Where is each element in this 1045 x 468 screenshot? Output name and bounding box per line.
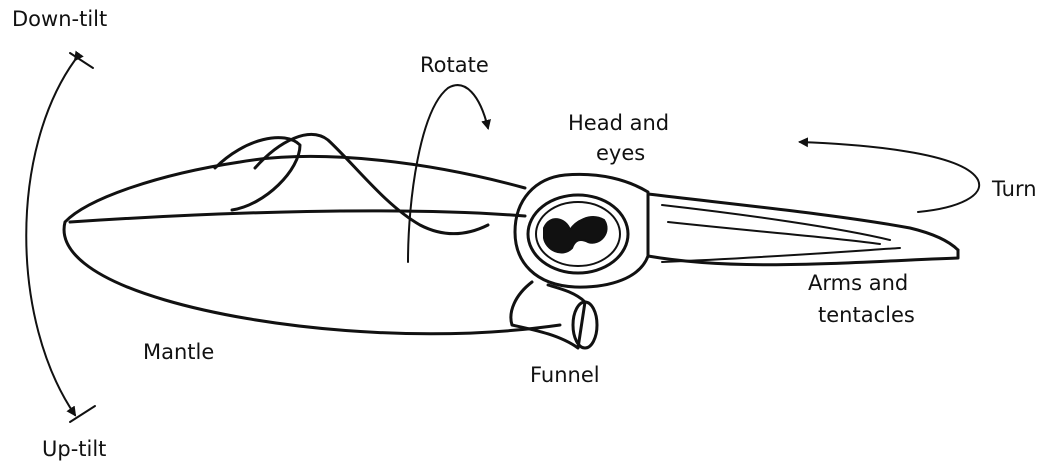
mantle-label: Mantle: [143, 339, 214, 366]
arm-line-2: [668, 222, 880, 244]
tilt-arc-arrow: [26, 60, 75, 415]
mantle-outline: [64, 156, 560, 333]
head-label-line2: eyes: [596, 140, 645, 167]
head-label-line1: Head and: [568, 110, 669, 137]
down-tilt-label: Down-tilt: [12, 6, 107, 33]
eye-pupil: [544, 217, 607, 252]
arm-line-3: [662, 248, 900, 262]
funnel-label: Funnel: [530, 362, 600, 389]
rotate-arrow: [408, 85, 488, 262]
arms-label-line1: Arms and: [808, 270, 908, 297]
fin-wave-rear: [215, 138, 300, 210]
mantle-midline: [70, 211, 525, 222]
arms-outline-bottom: [648, 250, 958, 265]
arms-outline-top: [648, 194, 958, 250]
arms-label-line2: tentacles: [818, 302, 915, 329]
turn-arrow: [800, 142, 979, 212]
rotate-label: Rotate: [420, 52, 489, 79]
fin-wave-front: [255, 135, 488, 234]
turn-label: Turn: [992, 176, 1037, 203]
up-tilt-label: Up-tilt: [42, 436, 106, 463]
